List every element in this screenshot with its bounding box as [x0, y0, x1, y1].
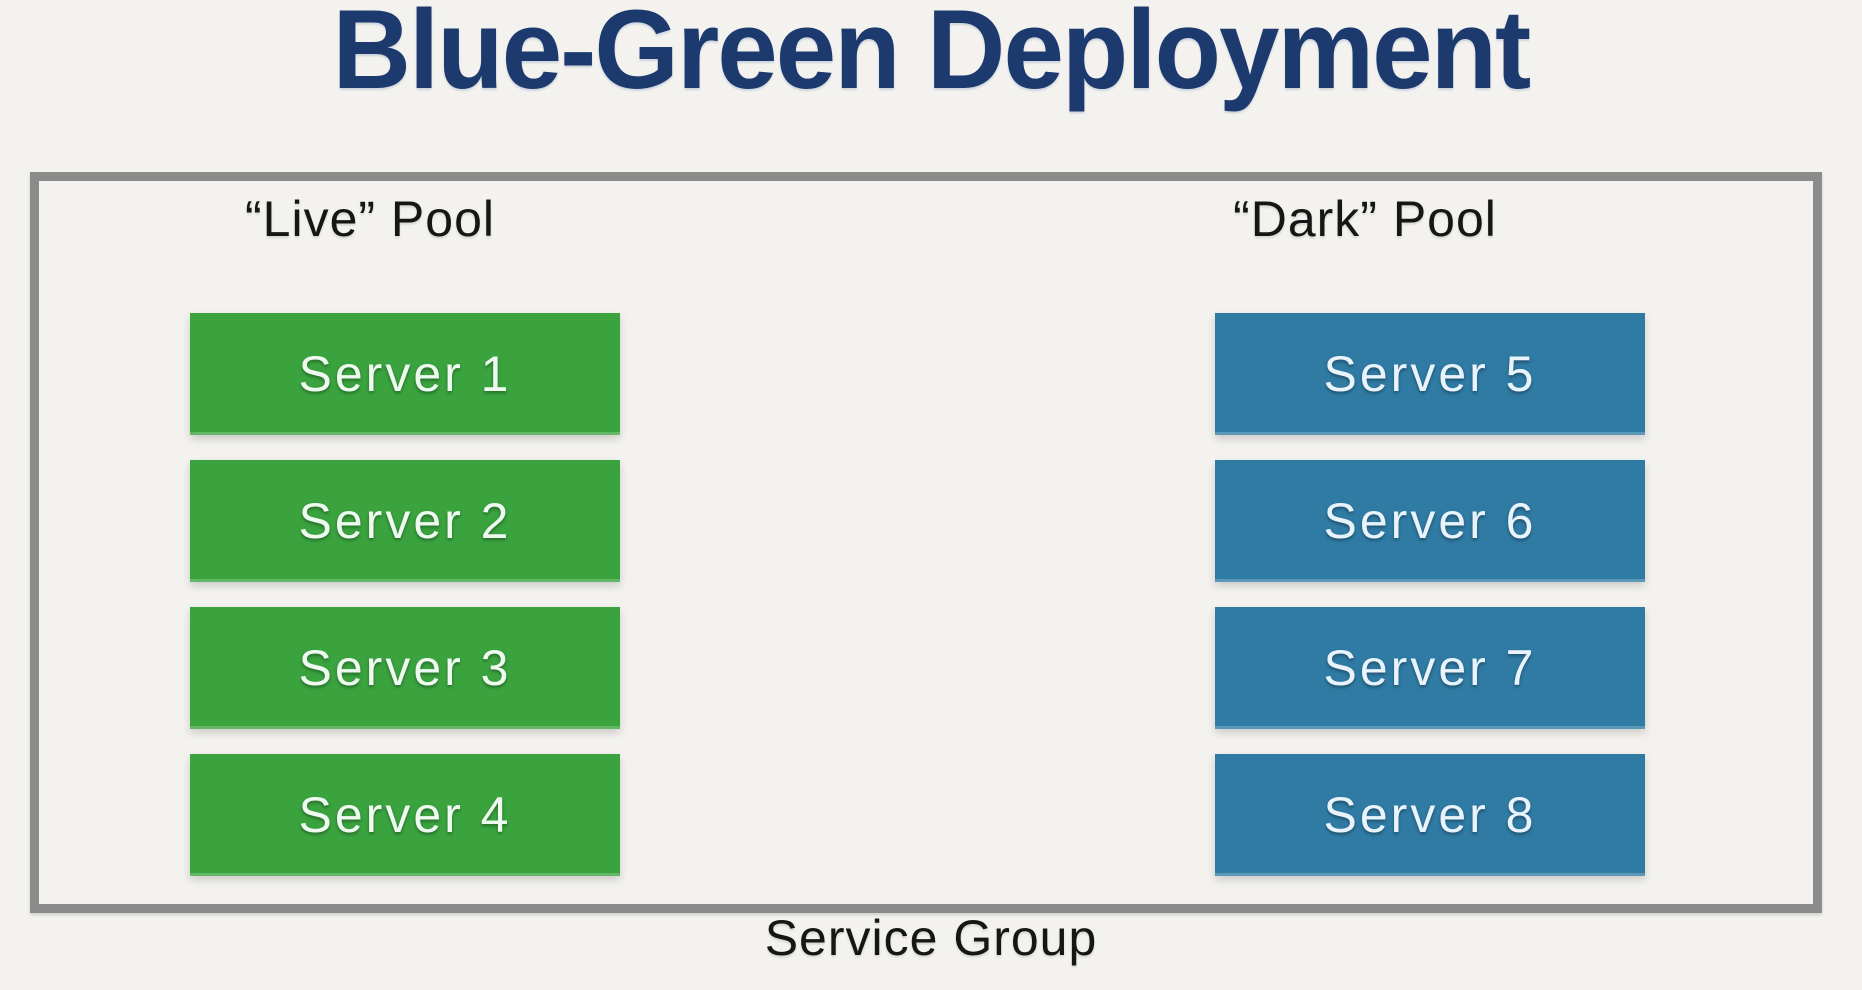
server-box-3: Server 3 [190, 607, 620, 729]
page-title: Blue-Green Deployment [0, 0, 1862, 106]
server-box-4: Server 4 [190, 754, 620, 876]
page-title-text: Blue-Green Deployment [332, 0, 1532, 112]
server-box-6: Server 6 [1215, 460, 1645, 582]
pool-label-dark: “Dark” Pool [1233, 191, 1497, 247]
server-box-8: Server 8 [1215, 754, 1645, 876]
server-box-1: Server 1 [190, 313, 620, 435]
service-group-label: Service Group [764, 910, 1098, 966]
service-group-box [30, 172, 1822, 913]
server-box-7: Server 7 [1215, 607, 1645, 729]
pool-label-live: “Live” Pool [245, 191, 495, 247]
server-box-2: Server 2 [190, 460, 620, 582]
server-box-5: Server 5 [1215, 313, 1645, 435]
